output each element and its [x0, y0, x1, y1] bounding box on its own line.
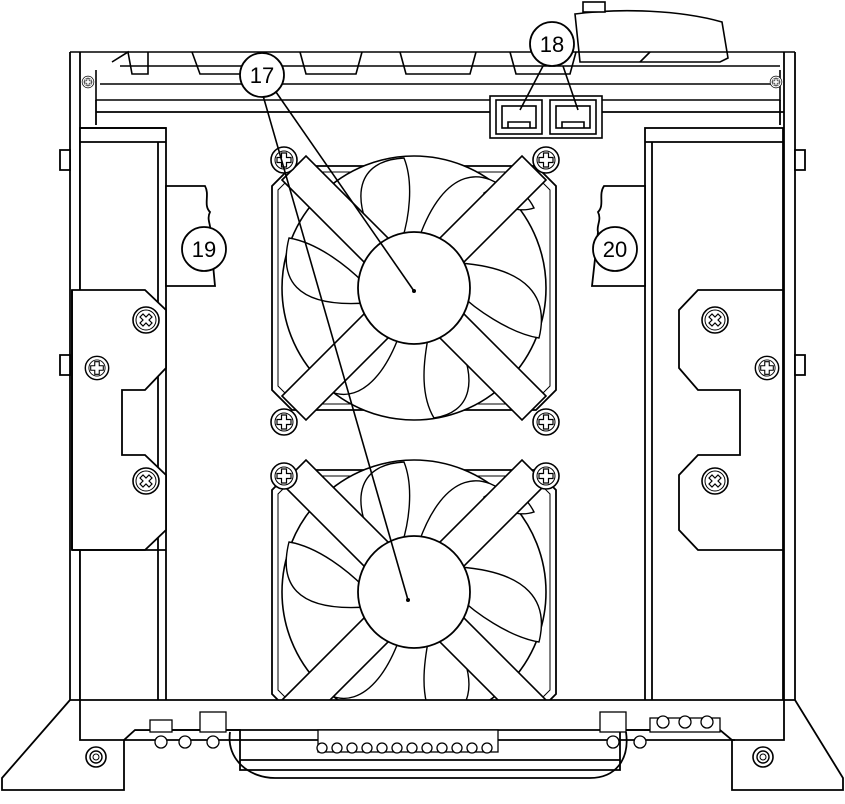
rj45-port-icon[interactable]: [495, 99, 543, 135]
mounting-hole-icon[interactable]: [752, 746, 774, 768]
phillips-screw-icon[interactable]: [270, 408, 298, 436]
phillips-screw-icon[interactable]: [84, 355, 110, 381]
fan-upper: [271, 155, 557, 421]
callout-19-label: 19: [192, 237, 216, 262]
mounting-hole-icon[interactable]: [85, 746, 107, 768]
hub-dot: [406, 598, 410, 602]
rj45-ports: [489, 95, 603, 139]
top-cover: [70, 1, 795, 101]
left-module: [71, 127, 216, 731]
terminal-strip: [316, 729, 499, 754]
bottom-hardware: [149, 711, 721, 749]
captive-screw-icon[interactable]: [132, 306, 160, 334]
callout-18: 18: [529, 21, 575, 67]
right-module: [590, 127, 784, 731]
captive-screw-icon[interactable]: [701, 467, 729, 495]
callout-18-label: 18: [540, 32, 564, 57]
leader-lines: [261, 65, 579, 601]
captive-screw-icon[interactable]: [701, 306, 729, 334]
callout-19: 19: [181, 226, 227, 272]
hub-dot: [412, 289, 416, 293]
phillips-screw-icon[interactable]: [270, 462, 298, 490]
phillips-screw-icon[interactable]: [532, 146, 560, 174]
captive-screw-icon[interactable]: [132, 467, 160, 495]
callout-20: 20: [592, 226, 638, 272]
phillips-screw-icon[interactable]: [532, 462, 560, 490]
phillips-screw-icon[interactable]: [754, 355, 780, 381]
callout-17: 17: [239, 52, 285, 98]
rj45-port-icon[interactable]: [549, 99, 597, 135]
callout-20-label: 20: [603, 237, 627, 262]
top-corner-screws: [81, 75, 783, 89]
phillips-screw-icon[interactable]: [532, 408, 560, 436]
fan-lower: [271, 459, 557, 725]
callout-17-label: 17: [250, 63, 274, 88]
